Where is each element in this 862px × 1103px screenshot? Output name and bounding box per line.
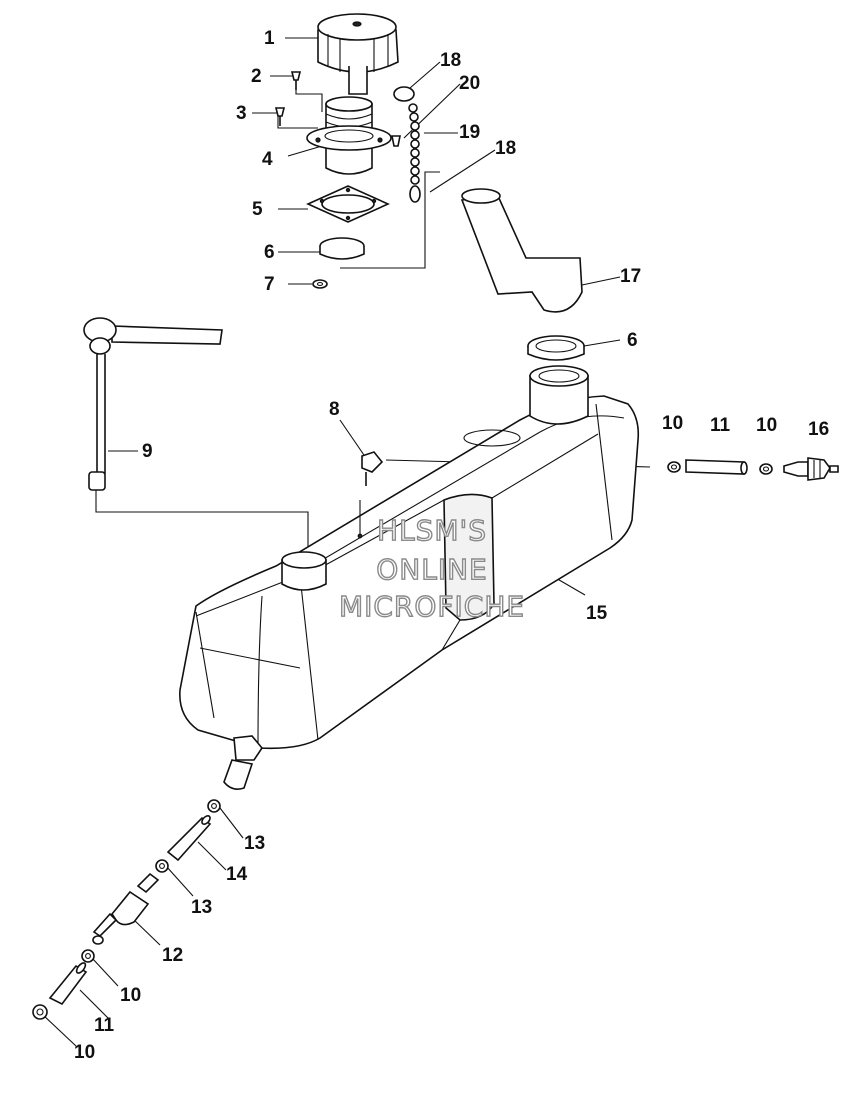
callout-14: 14 [226,864,248,885]
vent-line-parts [667,457,839,481]
callout-20: 20 [459,73,481,94]
gasket [306,185,390,223]
callout-13-lower: 13 [191,897,213,918]
watermark-line-2: ONLINE [376,553,488,586]
callout-11-outlet: 11 [94,1015,115,1036]
callout-17: 17 [620,266,642,287]
washer [312,279,328,289]
callout-10-outlet-b: 10 [74,1042,96,1063]
callout-10-outlet-a: 10 [120,985,142,1006]
callout-6-lower: 6 [627,330,638,351]
vent-elbow-hose [460,188,583,313]
callout-5: 5 [252,199,263,220]
filler-neck [306,96,392,175]
callout-4: 4 [262,149,273,170]
clamp-ring-upper [319,237,365,260]
fuel-level-sender [83,317,223,491]
callout-2: 2 [251,66,262,87]
callout-3: 3 [236,103,247,124]
callout-18-upper: 18 [440,50,462,71]
callout-7: 7 [264,274,275,295]
callout-6-upper: 6 [264,242,275,263]
callout-8: 8 [329,399,340,420]
watermark-line-3: MICROFICHE [338,590,526,623]
callout-10-vent-a: 10 [662,413,684,434]
callout-13-upper: 13 [244,833,266,854]
filler-cap [317,13,399,95]
clamp-ring-lower [527,335,585,361]
fuel-outlet-parts [32,735,263,1020]
screws [274,71,302,126]
callout-1: 1 [264,28,275,49]
callout-18-lower: 18 [495,138,517,159]
watermark-line-1: HLSM'S [376,514,488,547]
callout-11-vent: 11 [710,415,731,436]
callout-16: 16 [808,419,830,440]
callout-10-vent-b: 10 [756,415,778,436]
callout-12: 12 [162,945,184,966]
callout-19: 19 [459,122,481,143]
retainer-chain [391,86,421,203]
callout-15: 15 [586,603,608,624]
vent-fitting [357,451,384,539]
callout-9: 9 [142,441,153,462]
